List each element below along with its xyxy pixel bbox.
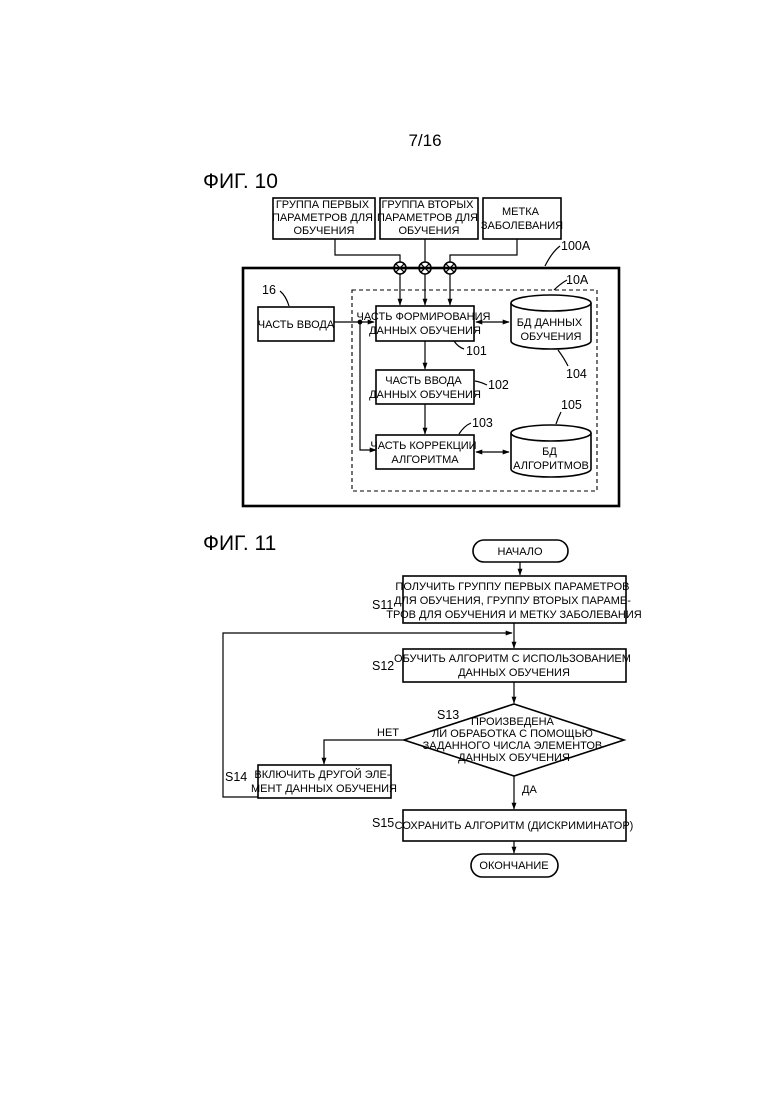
- no-label: НЕТ: [377, 727, 399, 739]
- ref-103: 103: [472, 416, 493, 430]
- ref-105: 105: [561, 398, 582, 412]
- step-s15-id: S15: [372, 816, 394, 830]
- arrow-input-to-correction: [360, 322, 376, 450]
- start-label: НАЧАЛО: [497, 546, 543, 558]
- ref-101: 101: [466, 344, 487, 358]
- connector-disease-label: [450, 239, 517, 262]
- ref-16: 16: [262, 283, 276, 297]
- step-s15-text: СОХРАНИТЬ АЛГОРИТМ (ДИСКРИМИНАТОР): [395, 820, 634, 832]
- step-s13-text: ПРОИЗВЕДЕНА ЛИ ОБРАБОТКА С ПОМОЩЬЮ ЗАДАН…: [423, 716, 606, 764]
- input-part-label: ЧАСТЬ ВВОДА: [258, 319, 335, 331]
- yes-label: ДА: [522, 784, 537, 796]
- ref-105-leader: [556, 412, 561, 424]
- connector-first-params: [335, 239, 400, 262]
- ref-100a-leader: [545, 246, 560, 266]
- step-s14-id: S14: [225, 770, 247, 784]
- end-label: ОКОНЧАНИЕ: [479, 860, 548, 872]
- ref-104-leader: [558, 350, 568, 366]
- fig-10-title: ФИГ. 10: [203, 170, 278, 193]
- ref-10a: 10A: [566, 273, 589, 287]
- step-s11-id: S11: [372, 598, 393, 612]
- step-s11-text: ПОЛУЧИТЬ ГРУППУ ПЕРВЫХ ПАРАМЕТРОВ ДЛЯ ОБ…: [386, 581, 641, 621]
- ref-100a: 100A: [561, 239, 591, 253]
- arrow-no-branch: [324, 740, 404, 764]
- ref-102: 102: [488, 378, 509, 392]
- ref-102-leader: [475, 381, 487, 385]
- ref-101-leader: [454, 341, 464, 349]
- input-box-disease-label: [483, 198, 561, 239]
- ref-104: 104: [566, 367, 587, 381]
- fig-10: ФИГ. 10 ГРУППА ПЕРВЫХ ПАРАМЕТРОВ ДЛЯ ОБУ…: [203, 170, 619, 506]
- fig-11: ФИГ. 11 НАЧАЛО ПОЛУЧИТЬ ГРУППУ ПЕРВЫХ ПА…: [203, 532, 642, 877]
- page-number: 7/16: [408, 131, 441, 150]
- fig-11-title: ФИГ. 11: [203, 532, 276, 555]
- ref-103-leader: [459, 423, 471, 434]
- step-s12-id: S12: [372, 659, 394, 673]
- step-s13-id: S13: [437, 708, 459, 722]
- ref-16-leader: [280, 291, 289, 306]
